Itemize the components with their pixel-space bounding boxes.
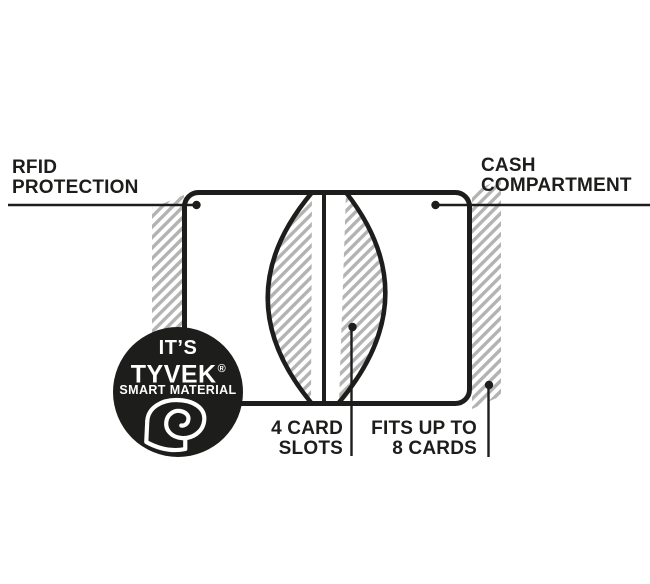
badge-intro: IT’S [158,337,198,359]
cash-callout-dot [431,200,440,210]
card-slots-label: 4 CARD SLOTS [271,419,343,459]
capacity-callout-dot [484,380,494,390]
rfid-protection-label: RFID PROTECTION [12,158,139,198]
badge-brand: TYVEK® [113,358,243,387]
cash-label-line2: COMPARTMENT [481,175,632,196]
hatch-band-left [152,195,184,347]
hatch-band-right [472,179,501,409]
cash-compartment-label: CASH COMPARTMENT [481,156,632,196]
rfid-callout-dot [192,200,201,210]
card-slots-label-line1: 4 CARD [271,418,343,439]
lens-left-arc [265,190,315,405]
badge-brand-text: TYVEK [130,360,217,389]
tyvek-badge: IT’S TYVEK® SMART MATERIAL [113,327,243,457]
card-slots-label-line2: SLOTS [278,438,343,459]
lens-right-arc [336,190,388,405]
tyvek-roll-icon [144,397,207,453]
capacity-label-line1: FITS UP TO [371,418,477,439]
rfid-label-line2: PROTECTION [12,177,139,198]
slots-callout-dot [348,322,357,332]
capacity-label-line2: 8 CARDS [392,438,477,459]
capacity-label: FITS UP TO 8 CARDS [371,419,477,459]
rfid-label-line1: RFID [12,157,58,178]
cash-label-line1: CASH [481,155,536,176]
wallet-outline [182,190,472,406]
badge-tagline: SMART MATERIAL [119,383,237,397]
registered-mark: ® [217,363,227,375]
